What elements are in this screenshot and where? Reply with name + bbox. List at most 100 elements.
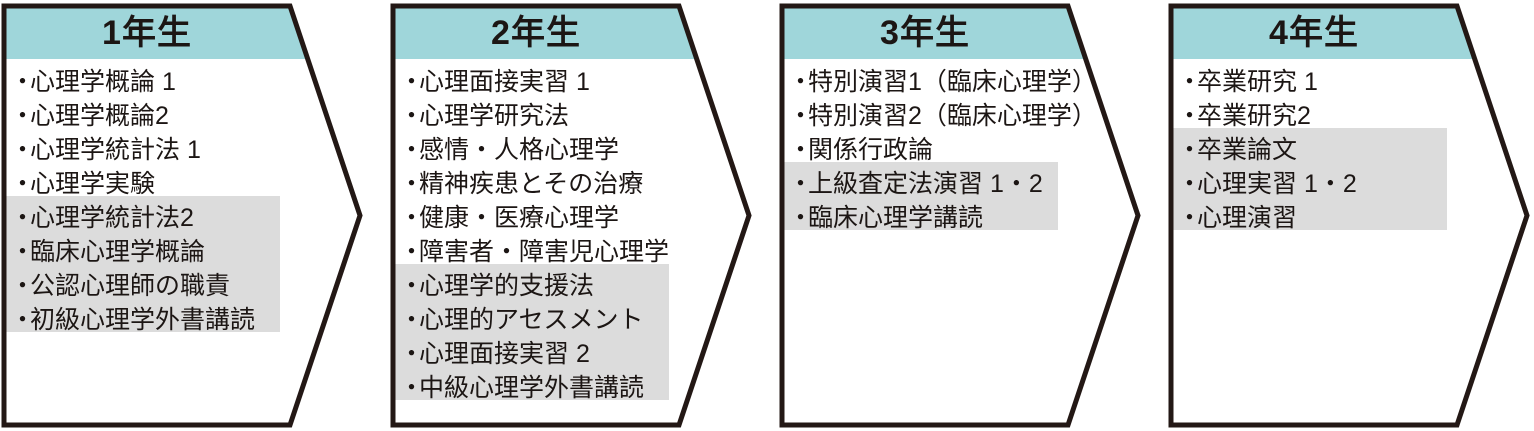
stage-chevron-shape	[779, 3, 1141, 428]
course-item: ・健康・医療心理学	[393, 201, 669, 235]
required-course-highlight-band	[782, 162, 1058, 230]
stage-title-year-4: 4年生	[1269, 14, 1359, 52]
bullet-icon: ・	[1177, 204, 1203, 232]
stage-chevron-outline	[1168, 3, 1530, 428]
bullet-icon: ・	[788, 136, 814, 164]
course-label: 感情・人格心理学	[419, 136, 620, 164]
course-item: ・公認心理師の職責	[4, 269, 280, 303]
stage-year-1: 1年生・心理学概論 1・心理学概論2・心理学統計法 1・心理学実験・心理学統計法…	[0, 0, 390, 431]
stage-chevron-shape	[390, 3, 752, 428]
course-item: ・特別演習2（臨床心理学）	[782, 99, 1097, 133]
bullet-icon: ・	[399, 204, 425, 232]
course-item: ・中級心理学外書講読	[393, 371, 669, 405]
bullet-icon: ・	[10, 170, 36, 198]
course-item: ・心理学統計法 1	[4, 133, 280, 167]
course-item: ・心理学概論 1	[4, 65, 280, 99]
stage-title-year-2: 2年生	[491, 14, 581, 52]
course-label: 卒業研究2	[1197, 102, 1311, 130]
bullet-icon: ・	[10, 306, 36, 334]
course-item: ・心理面接実習 1	[393, 65, 669, 99]
course-item: ・心理演習	[1171, 201, 1447, 235]
course-label: 精神疾患とその治療	[419, 170, 644, 198]
bullet-icon: ・	[1177, 102, 1203, 130]
required-course-highlight-band	[1171, 128, 1447, 230]
bullet-icon: ・	[399, 68, 425, 96]
course-list-year-2: ・心理面接実習 1・心理学研究法・感情・人格心理学・精神疾患とその治療・健康・医…	[393, 60, 679, 425]
bullet-icon: ・	[399, 374, 425, 402]
course-item: ・心理実習 1・2	[1171, 167, 1447, 201]
bullet-icon: ・	[399, 340, 425, 368]
stage-year-4: 4年生・卒業研究 1・卒業研究2・卒業論文・心理実習 1・2・心理演習	[1167, 0, 1534, 431]
course-item: ・心理的アセスメント	[393, 303, 669, 337]
course-item: ・臨床心理学概論	[4, 235, 280, 269]
stage-header-band	[393, 6, 697, 59]
stage-header-band	[4, 6, 308, 59]
course-item: ・精神疾患とその治療	[393, 167, 669, 201]
stage-chevron-shape	[1, 3, 363, 428]
stage-year-2: 2年生・心理面接実習 1・心理学研究法・感情・人格心理学・精神疾患とその治療・健…	[389, 0, 779, 431]
course-item: ・臨床心理学講読	[782, 201, 1058, 235]
course-list-year-4: ・卒業研究 1・卒業研究2・卒業論文・心理実習 1・2・心理演習	[1171, 60, 1457, 425]
stage-chevron-shape	[1168, 3, 1530, 428]
course-label: 中級心理学外書講読	[419, 374, 645, 402]
course-label: 心理学的支援法	[419, 272, 595, 300]
course-label: 初級心理学外書講読	[30, 306, 256, 334]
course-label: 上級査定法演習 1・2	[808, 170, 1043, 198]
bullet-icon: ・	[1177, 68, 1203, 96]
course-item: ・関係行政論	[782, 133, 1058, 167]
stage-title-year-3: 3年生	[880, 14, 970, 52]
course-label: 特別演習2（臨床心理学）	[808, 102, 1097, 130]
course-item: ・心理学研究法	[393, 99, 669, 133]
stage-year-3: 3年生・特別演習1（臨床心理学）・特別演習2（臨床心理学）・関係行政論・上級査定…	[778, 0, 1168, 431]
stage-chevron-outline	[1, 3, 363, 428]
bullet-icon: ・	[399, 238, 425, 266]
course-label: 心理実習 1・2	[1197, 170, 1357, 198]
course-label: 心理学統計法 1	[30, 136, 201, 164]
course-label: 公認心理師の職責	[30, 272, 231, 300]
stage-title-year-1: 1年生	[102, 14, 192, 52]
course-label: 心理学統計法2	[30, 204, 194, 232]
required-course-highlight-band	[393, 264, 669, 400]
bullet-icon: ・	[1177, 136, 1203, 164]
course-label: 健康・医療心理学	[419, 204, 620, 232]
bullet-icon: ・	[399, 170, 425, 198]
course-label: 卒業研究 1	[1197, 68, 1318, 96]
course-item: ・上級査定法演習 1・2	[782, 167, 1058, 201]
bullet-icon: ・	[788, 204, 814, 232]
course-label: 心理的アセスメント	[419, 306, 644, 334]
course-label: 心理面接実習 1	[419, 68, 590, 96]
bullet-icon: ・	[1177, 170, 1203, 198]
course-label: 心理学概論2	[30, 102, 169, 130]
course-item: ・卒業研究2	[1171, 99, 1447, 133]
bullet-icon: ・	[10, 102, 36, 130]
stage-header-band	[782, 6, 1086, 59]
stage-chevron-outline	[390, 3, 752, 428]
bullet-icon: ・	[10, 238, 36, 266]
course-item: ・心理学的支援法	[393, 269, 669, 303]
bullet-icon: ・	[10, 204, 36, 232]
course-label: 特別演習1（臨床心理学）	[808, 68, 1097, 96]
bullet-icon: ・	[788, 102, 814, 130]
bullet-icon: ・	[399, 136, 425, 164]
course-list-year-1: ・心理学概論 1・心理学概論2・心理学統計法 1・心理学実験・心理学統計法2・臨…	[4, 60, 290, 425]
course-item: ・初級心理学外書講読	[4, 303, 280, 337]
course-label: 心理学概論 1	[30, 68, 176, 96]
bullet-icon: ・	[788, 68, 814, 96]
bullet-icon: ・	[399, 306, 425, 334]
course-label: 臨床心理学概論	[30, 238, 206, 266]
stage-chevron-outline	[779, 3, 1141, 428]
course-label: 心理演習	[1197, 204, 1298, 232]
course-item: ・障害者・障害児心理学	[393, 235, 669, 269]
course-label: 心理面接実習 2	[419, 340, 590, 368]
required-course-highlight-band	[4, 196, 280, 332]
course-label: 臨床心理学講読	[808, 204, 984, 232]
bullet-icon: ・	[399, 272, 425, 300]
course-list-year-3: ・特別演習1（臨床心理学）・特別演習2（臨床心理学）・関係行政論・上級査定法演習…	[782, 60, 1097, 425]
course-item: ・特別演習1（臨床心理学）	[782, 65, 1097, 99]
course-item: ・卒業論文	[1171, 133, 1447, 167]
course-item: ・心理学実験	[4, 167, 280, 201]
course-item: ・心理学統計法2	[4, 201, 280, 235]
course-item: ・感情・人格心理学	[393, 133, 669, 167]
course-label: 関係行政論	[808, 136, 934, 164]
